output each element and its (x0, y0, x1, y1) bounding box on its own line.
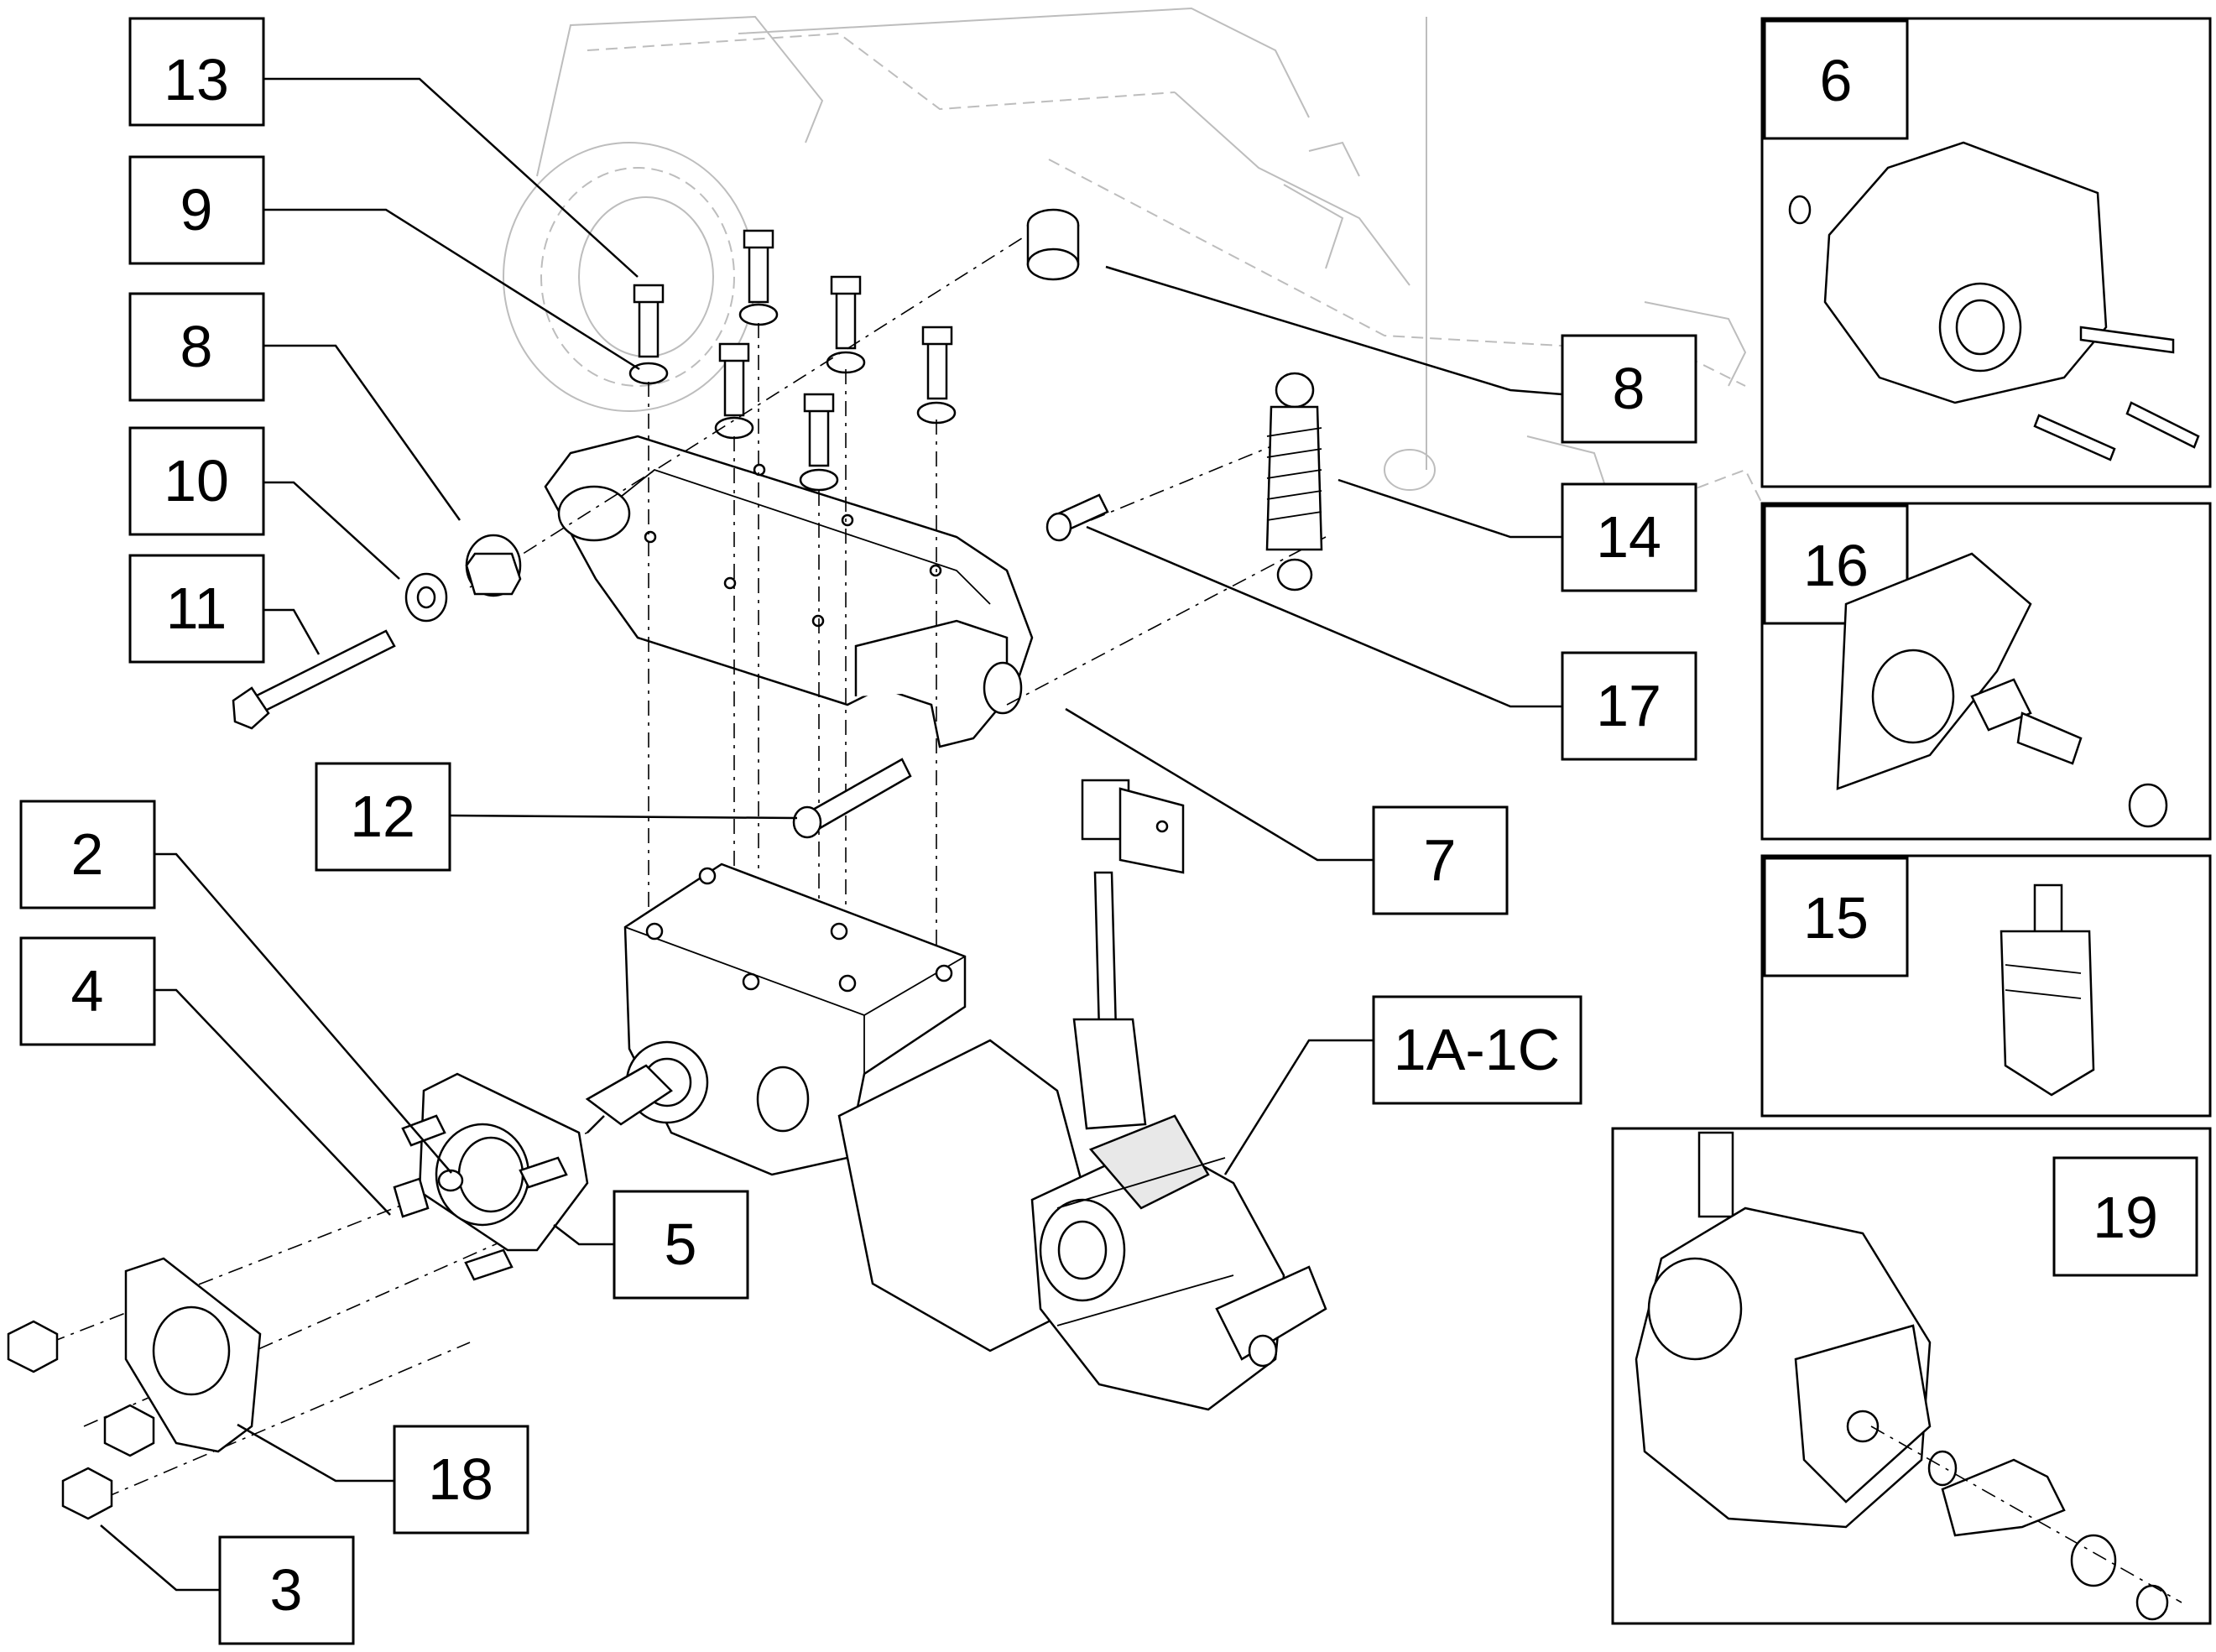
callout-8-left-label: 8 (180, 314, 213, 379)
callout-12: 12 (315, 762, 451, 872)
motor-assembly (837, 779, 1327, 1411)
callout-13: 13 (128, 17, 265, 127)
callout-4-label: 4 (71, 958, 104, 1024)
callout-15-label: 15 (1803, 885, 1869, 951)
callout-2-label: 2 (71, 821, 104, 887)
callout-5-label: 5 (665, 1212, 697, 1277)
inset-panel-19: 19 (1611, 1127, 2212, 1625)
pivot-bolt-parts (232, 534, 522, 730)
callout-16-label: 16 (1803, 533, 1869, 598)
callout-14: 14 (1561, 482, 1697, 592)
callout-19-label: 19 (2093, 1185, 2158, 1250)
callout-11: 11 (128, 554, 265, 664)
callout-1a-1c: 1A-1C (1372, 995, 1582, 1105)
callout-14-label: 14 (1596, 504, 1661, 570)
swing-arm (544, 435, 1034, 748)
callout-11-label: 11 (166, 576, 227, 641)
callout-17-label: 17 (1596, 673, 1661, 738)
callout-9: 9 (128, 155, 265, 265)
inset-panel-6: 6 (1760, 17, 2212, 488)
callout-13-label: 13 (164, 47, 229, 112)
callout-5: 5 (613, 1190, 749, 1300)
callout-10: 10 (128, 426, 265, 536)
callout-18-label: 18 (428, 1446, 493, 1512)
callout-4: 4 (19, 936, 156, 1046)
callout-12-label: 12 (350, 784, 415, 849)
callout-7-label: 7 (1424, 827, 1457, 893)
callout-9-label: 9 (180, 177, 213, 242)
callout-6-label: 6 (1820, 48, 1853, 113)
callout-3-label: 3 (270, 1557, 303, 1623)
shock-and-fasteners (792, 372, 1323, 839)
callout-17: 17 (1561, 651, 1697, 761)
callout-10-label: 10 (164, 448, 229, 513)
leader-lines (100, 77, 1563, 1592)
inset-panel-15: 15 (1760, 854, 2212, 1118)
callout-8-left: 8 (128, 292, 265, 402)
callout-3: 3 (218, 1535, 355, 1645)
callout-8-right-label: 8 (1613, 356, 1645, 421)
inset-panel-16: 16 (1760, 502, 2212, 841)
callout-1a-1c-label: 1A-1C (1394, 1017, 1560, 1082)
callout-2: 2 (19, 800, 156, 909)
top-bushing (1026, 208, 1080, 281)
callout-18: 18 (393, 1425, 529, 1535)
callout-7: 7 (1372, 805, 1509, 915)
gearbox-housing (585, 862, 967, 1176)
mounting-hardware (7, 1072, 589, 1520)
callout-8-right: 8 (1561, 334, 1697, 444)
